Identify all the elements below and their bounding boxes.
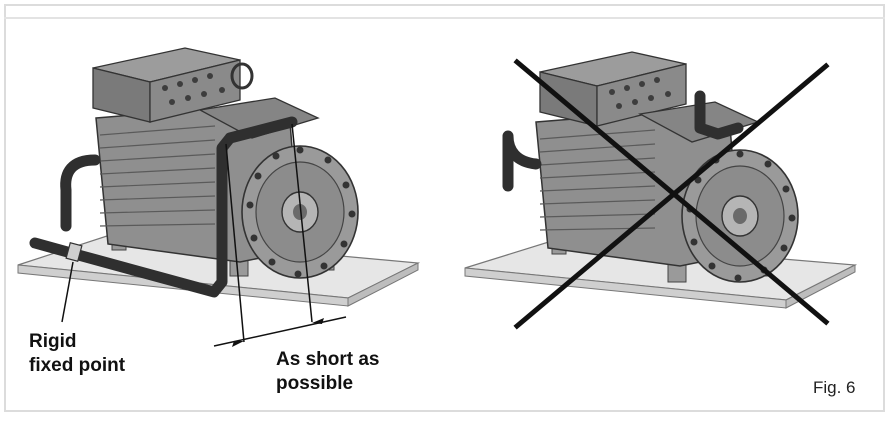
rigid-fixed-point-label: Rigid fixed point — [29, 330, 125, 378]
cylinder-head — [198, 97, 320, 139]
correct-compressor-illustration — [17, 47, 421, 347]
figure-number: Fig. 6 — [813, 378, 856, 397]
incorrect-cross-mark — [513, 58, 830, 330]
lifting-eye — [230, 62, 254, 90]
rigid-point-leader — [61, 261, 74, 323]
base-plate-side — [785, 264, 856, 309]
bottom-divider — [4, 410, 885, 412]
top-divider — [4, 17, 885, 19]
pipe-clamp — [65, 241, 83, 263]
as-short-as-possible-label: As short as possible — [276, 348, 379, 396]
short-label-line2: possible — [276, 373, 354, 394]
terminal-box-side — [149, 59, 241, 123]
short-label-line1: As short as — [276, 349, 380, 370]
rigid-label-line1: Rigid — [29, 331, 77, 352]
rigid-label-line2: fixed point — [29, 355, 126, 376]
base-plate-side — [347, 262, 419, 307]
incorrect-compressor-illustration — [464, 51, 858, 330]
discharge-pipe — [694, 90, 744, 140]
terminal-box-side — [596, 63, 687, 127]
suction-pipe — [60, 154, 101, 232]
